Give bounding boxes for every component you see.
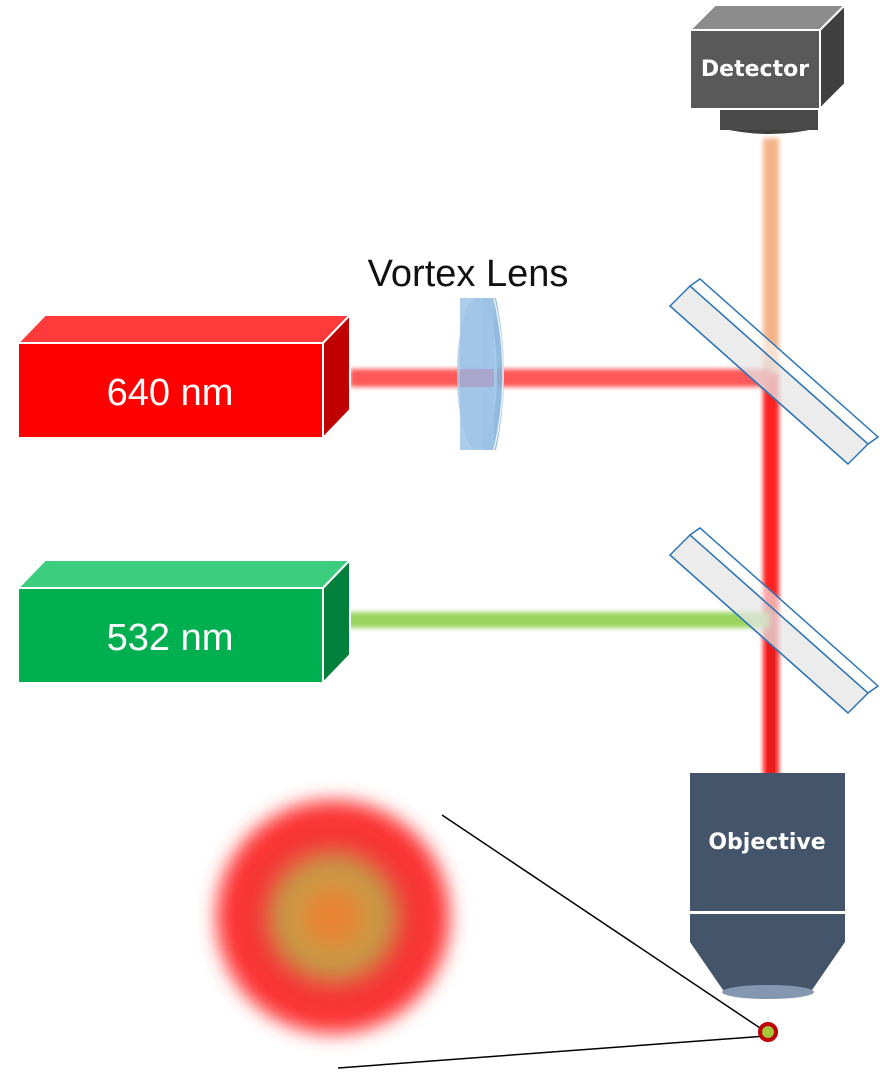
red-vertical-beam xyxy=(763,373,779,778)
laser-532nm-label: 532 nm xyxy=(107,617,234,659)
vortex-lens xyxy=(457,297,504,451)
detector: Detector xyxy=(687,2,848,134)
laser-640nm: 640 nm xyxy=(15,312,353,441)
laser-640nm-label: 640 nm xyxy=(107,372,234,414)
zoom-lines xyxy=(337,814,767,1069)
green-horizontal-beam xyxy=(335,612,770,628)
objective: Objective xyxy=(690,773,845,999)
objective-label: Objective xyxy=(708,830,825,855)
laser-532nm: 532 nm xyxy=(15,557,353,686)
fluorescence-beam xyxy=(763,138,779,373)
dichroic-mirror-lower xyxy=(668,527,880,715)
detector-label: Detector xyxy=(701,57,809,82)
red-horizontal-beam xyxy=(350,369,770,387)
vortex-lens-label: Vortex Lens xyxy=(368,253,569,295)
dichroic-mirror-upper xyxy=(668,278,880,466)
focal-point xyxy=(758,1022,778,1042)
donut-beam-profile xyxy=(215,799,451,1035)
